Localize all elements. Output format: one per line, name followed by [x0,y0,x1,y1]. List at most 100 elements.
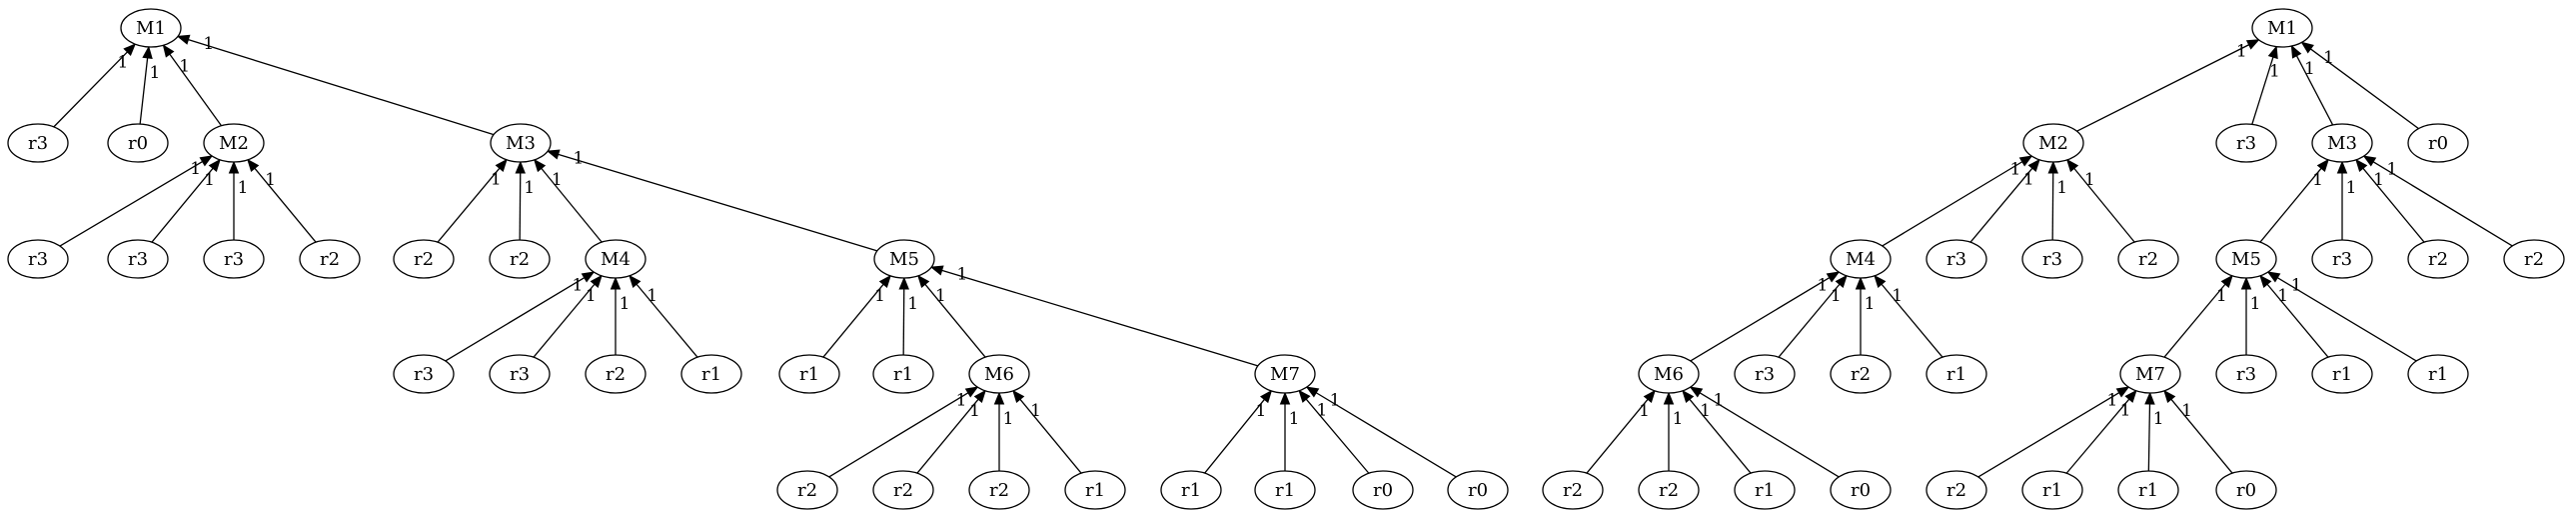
node-ellipse [872,354,934,394]
node-ellipse [489,239,551,279]
arrowhead-icon [1826,271,1841,283]
edge-line [1690,277,1831,362]
edge-line [941,269,1259,367]
node-ellipse [2311,354,2373,394]
edge-weight-label: 1 [118,53,129,73]
edge-line [1699,392,1840,478]
edge-weight-label: 1 [2269,61,2280,81]
edge-a_r1_1-to-a_M4: 1 [629,274,698,358]
node-a_r2_6: r2 [872,470,934,510]
arrowhead-icon [2259,274,2272,288]
node-label: r1 [701,364,721,385]
node-label: r3 [510,364,530,385]
node-ellipse [2022,123,2084,163]
edge-b_r2_6-to-b_M6: 1 [1663,391,1683,471]
node-ellipse [585,239,646,279]
edge-weight-label: 1 [1831,286,1842,306]
edge-b_r3_3-to-b_M2: 1 [2047,160,2067,241]
arrowhead-icon [2240,276,2252,290]
node-label: r3 [414,364,434,385]
arrowhead-icon [2018,155,2033,167]
node-b_r3_2: r3 [1926,239,1987,279]
edge-line [1586,398,1649,474]
arrowhead-icon [1643,389,1656,404]
node-ellipse [2117,470,2179,510]
edge-weight-label: 1 [1714,391,1725,411]
arrowhead-icon [1305,386,1320,398]
node-label: r1 [1755,480,1775,501]
node-b_r0_2: r0 [1830,470,1892,510]
edge-a_r3_4-to-a_M2: 1 [228,160,248,240]
node-ellipse [107,239,169,279]
edge-b_r0_2-to-b_M6: 1 [1689,386,1840,478]
node-b_r2_4: r2 [1830,354,1892,394]
edge-a_r0_2-to-a_M7: 1 [1298,389,1370,474]
edge-weight-label: 1 [2181,401,2192,421]
node-ellipse [2407,239,2469,279]
edge-line [2251,56,2274,125]
node-label: r2 [414,249,434,270]
edge-line [445,277,586,362]
arrowhead-icon [208,158,221,173]
edge-weight-label: 1 [907,294,918,314]
edge-line [254,167,317,243]
arrowhead-icon [878,274,891,289]
arrowhead-icon [1012,389,1025,404]
node-ellipse [778,354,840,394]
node-a_r1_3: r1 [872,354,934,394]
arrowhead-icon [2115,386,2130,398]
edge-line [1315,392,1457,478]
node-b_M6: M6 [1638,354,1700,394]
arrowhead-icon [123,43,137,57]
node-b_r1_4: r1 [1734,470,1796,510]
edge-line [636,283,698,358]
edge-line [541,167,603,243]
edge-line [2163,283,2226,358]
node-a_M4: M4 [585,239,646,279]
edge-b_M2-to-b_M1: 1 [2076,39,2260,132]
edge-weight-label: 1 [1289,409,1300,429]
edge-b_r2_7-to-b_M7: 1 [1977,386,2130,478]
node-ellipse [393,354,455,394]
node-label: r2 [1851,364,1871,385]
edge-a_r1_4-to-a_M6: 1 [1012,389,1082,474]
arrowhead-icon [176,34,191,45]
node-ellipse [2407,123,2469,163]
edge-weight-label: 1 [150,63,161,83]
arrowhead-icon [2290,44,2302,59]
edge-a_r1_6-to-a_M7: 1 [1279,391,1300,471]
arrowhead-icon [1874,274,1887,288]
node-label: M3 [2327,133,2357,154]
node-ellipse [585,354,646,394]
node-ellipse [1638,470,1700,510]
edge-weight-label: 1 [2106,390,2117,410]
node-label: r3 [2236,133,2256,154]
node-ellipse [2407,354,2469,394]
edge-a_r2_4-to-a_M4: 1 [610,276,630,355]
edge-line [2259,167,2322,243]
arrowhead-icon [581,271,596,283]
node-label: M7 [2135,364,2165,385]
edge-weight-label: 1 [203,34,214,54]
arrowhead-icon [533,158,547,173]
node-a_r0_2: r0 [1352,470,1414,510]
node-label: M2 [2038,133,2068,154]
node-ellipse [2215,470,2277,510]
edge-line [1778,283,1841,358]
edge-weight-label: 1 [957,265,968,285]
node-b_M2: M2 [2022,123,2084,163]
edge-a_r3_1-to-a_M1: 1 [53,43,137,128]
node-label: r1 [1275,480,1295,501]
arrowhead-icon [2163,389,2176,404]
arrowhead-icon [929,265,944,276]
edge-weight-label: 1 [1330,390,1341,410]
node-a_r2_5: r2 [776,470,838,510]
edge-line [2076,44,2249,132]
edge-a_M6-to-a_M5: 1 [917,274,986,358]
edge-line [533,283,596,358]
node-ellipse [1064,470,1126,510]
edge-weight-label: 1 [1892,286,1903,306]
edge-line [2362,167,2425,243]
node-a_r3_5: r3 [393,354,455,394]
